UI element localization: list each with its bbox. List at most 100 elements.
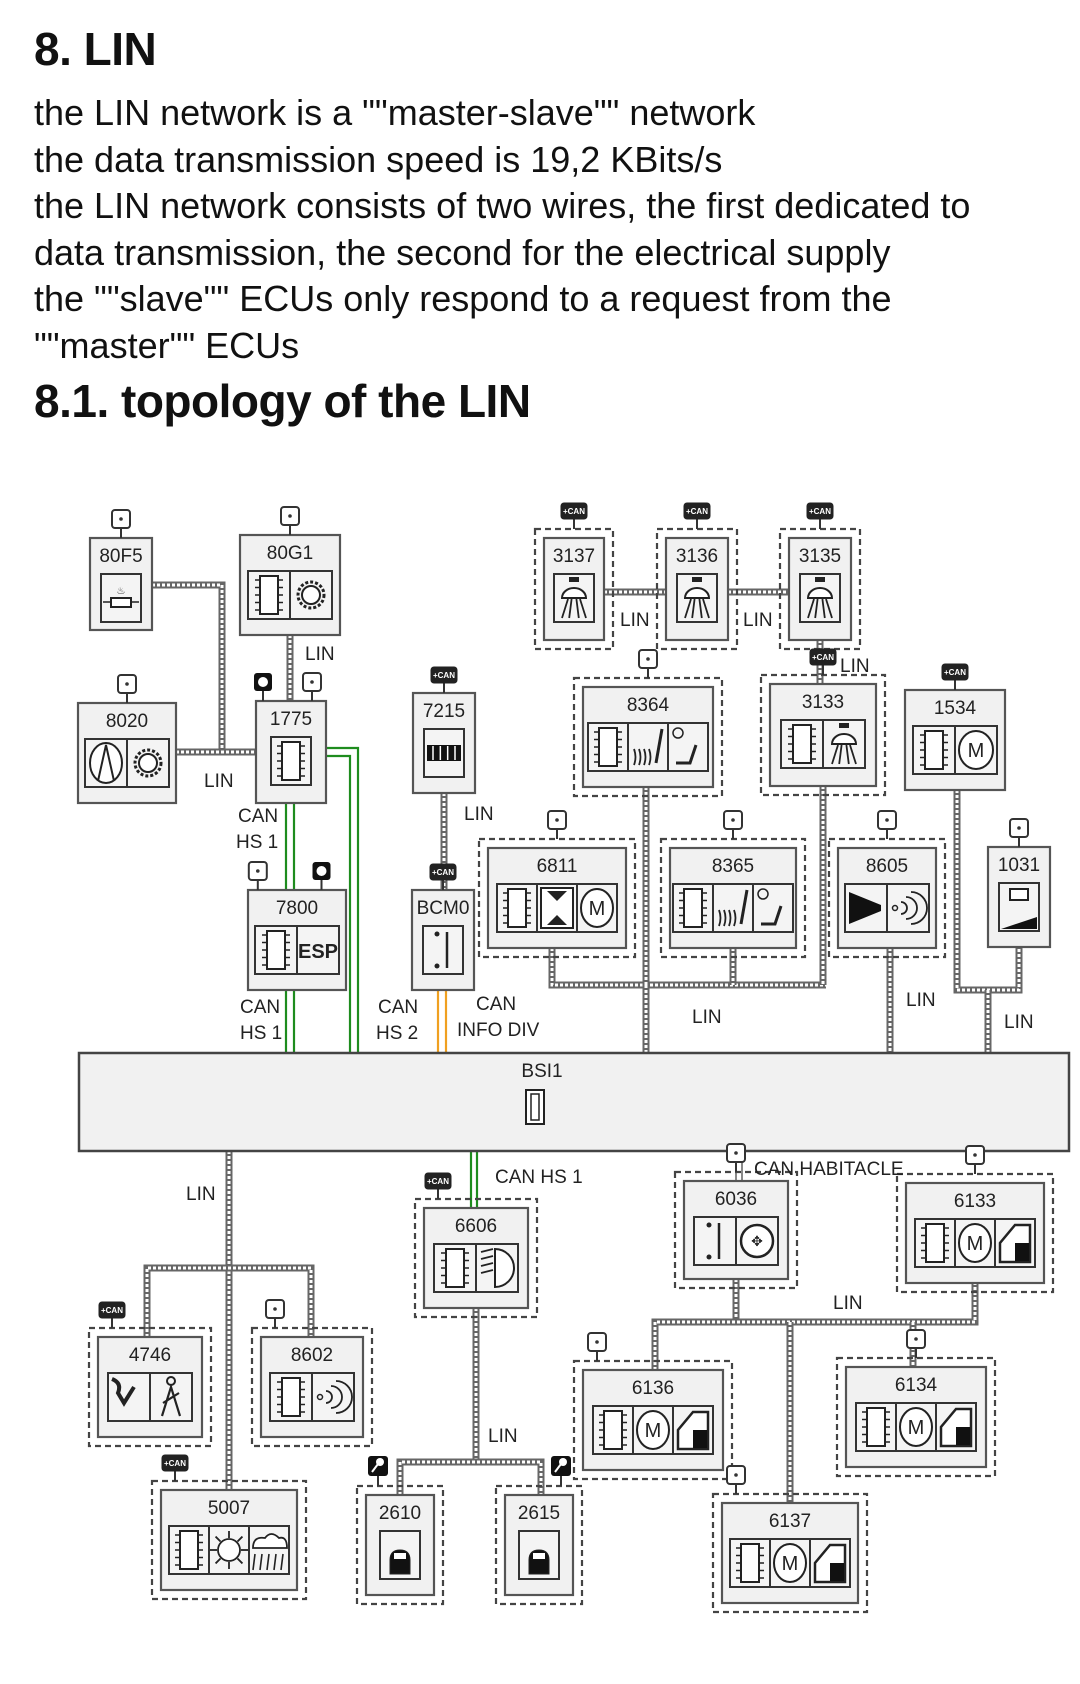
ecu-chip-icon xyxy=(441,1248,469,1288)
ceiling-light-icon xyxy=(806,577,834,619)
ecu-label: 3135 xyxy=(799,546,841,567)
ecu-label: 6134 xyxy=(895,1375,938,1396)
sun-sensor-icon xyxy=(210,1531,248,1569)
icon-panel xyxy=(422,925,464,975)
ecu-node-6606: 6606+CAN xyxy=(413,1172,539,1319)
plus-supply-icon xyxy=(247,861,268,890)
window-icon xyxy=(676,1410,710,1451)
lin-bus-wire-hatch xyxy=(152,583,224,752)
bus-label-lin: LIN xyxy=(1004,1012,1034,1033)
bus-label-can-habitacle: CAN HABITACLE xyxy=(754,1159,904,1180)
sunroof-icon xyxy=(540,887,574,929)
ecu-node-1775: 1775 xyxy=(254,672,328,805)
ecu-label: 80G1 xyxy=(267,543,313,564)
bus-label-lin: LIN xyxy=(204,771,234,792)
plus-supply-icon xyxy=(547,810,567,839)
plus-supply-icon xyxy=(587,1332,607,1361)
ecu-node-80G1: 80G1 xyxy=(238,506,342,637)
esp-icon: ESP xyxy=(298,941,338,963)
ecu-chip-icon xyxy=(175,1530,203,1570)
ecu-label: 3133 xyxy=(802,692,844,713)
optional-equipment-outline xyxy=(250,1326,374,1448)
optional-equipment-outline xyxy=(827,837,947,959)
bus-label-can-hs1-line1: CAN xyxy=(238,806,278,827)
bus-label-lin: LIN xyxy=(840,656,870,677)
svg-text:M: M xyxy=(908,1417,925,1439)
ecu-chip-icon xyxy=(255,575,283,615)
bus-label-lin: LIN xyxy=(305,644,335,665)
optional-equipment-outline xyxy=(413,1197,539,1319)
ecu-label: 8020 xyxy=(106,711,148,732)
plus-supply-icon xyxy=(965,1145,985,1174)
can-supply-icon: +CAN xyxy=(161,1454,189,1481)
plus-supply-icon xyxy=(111,509,131,538)
bsi-central-unit: BSI1 xyxy=(77,1051,1071,1153)
lin-bus-wire xyxy=(396,1458,545,1495)
svg-text:✥: ✥ xyxy=(751,1233,763,1249)
svg-text:M: M xyxy=(967,1233,984,1255)
ecu-label: 2615 xyxy=(518,1503,560,1524)
ceiling-light-icon xyxy=(830,723,858,765)
svg-text:M: M xyxy=(782,1553,799,1575)
steering-control-icon: ✥ xyxy=(739,1223,775,1259)
ecu-node-8602: 8602 xyxy=(250,1299,374,1448)
optional-equipment-outline xyxy=(477,837,637,959)
headlamp-icon xyxy=(480,1247,515,1289)
lin-bus-wire-hatch xyxy=(145,1266,313,1337)
bus-label-lin: LIN xyxy=(488,1426,518,1447)
snowflake-icon xyxy=(296,580,326,610)
motor-icon: M xyxy=(636,1410,670,1450)
plus-supply-icon xyxy=(638,649,658,678)
ecu-chip-icon xyxy=(262,930,290,970)
wireless-signal-icon xyxy=(316,1380,353,1414)
can-hs2-wire xyxy=(326,754,352,1053)
ecu-label: 8364 xyxy=(627,695,670,716)
ecu-node-2615: 2615 xyxy=(494,1456,584,1606)
plus-supply-icon xyxy=(723,810,743,839)
can-supply-label: +CAN xyxy=(809,507,831,516)
can-supply-icon: +CAN xyxy=(98,1301,126,1328)
ecu-node-3133: 3133+CAN xyxy=(759,648,887,797)
can-supply-label: +CAN xyxy=(944,668,966,677)
svg-text:♨: ♨ xyxy=(117,586,126,597)
lin-bus-wire-hatch xyxy=(550,948,826,987)
ecu-node-5007: 5007+CAN xyxy=(150,1454,308,1601)
optional-equipment-outline xyxy=(711,1492,869,1614)
plus-supply-icon xyxy=(726,1143,746,1172)
bus-label-can-hs2-line1: CAN xyxy=(378,997,418,1018)
ecu-chip-icon xyxy=(599,1410,627,1450)
bsi-label: BSI1 xyxy=(521,1061,562,1082)
seat-icon xyxy=(528,1549,550,1575)
plus-supply-icon xyxy=(280,506,300,535)
can-supply-icon: +CAN xyxy=(429,863,457,890)
ecu-chip-icon xyxy=(277,741,305,781)
horn-icon xyxy=(849,892,881,924)
plus-supply-icon xyxy=(117,674,137,703)
motor-icon: M xyxy=(580,888,614,928)
lin-bus-wire xyxy=(548,948,826,989)
compressor-icon xyxy=(89,742,123,784)
ecu-label: 1534 xyxy=(934,698,977,719)
alarm-supply-icon xyxy=(254,673,272,701)
heater-resistor-icon: ♨ xyxy=(103,586,139,608)
display-icon xyxy=(427,745,461,761)
ecu-node-2610: 2610 xyxy=(355,1456,445,1606)
ecu-label: 2610 xyxy=(379,1503,421,1524)
ecu-node-BCM0: BCM0+CAN xyxy=(410,863,476,992)
seat-heating-icon xyxy=(718,889,749,927)
ecu-chip-icon xyxy=(679,888,707,928)
rain-sensor-icon xyxy=(252,1533,288,1571)
ecu-node-4746: 4746+CAN xyxy=(87,1301,213,1448)
section-heading: 8. LIN xyxy=(34,23,157,75)
window-icon xyxy=(939,1407,973,1448)
ecu-node-8364: 8364 xyxy=(572,649,724,798)
ecu-chip-icon xyxy=(862,1407,890,1447)
can-supply-icon: +CAN xyxy=(430,666,458,693)
